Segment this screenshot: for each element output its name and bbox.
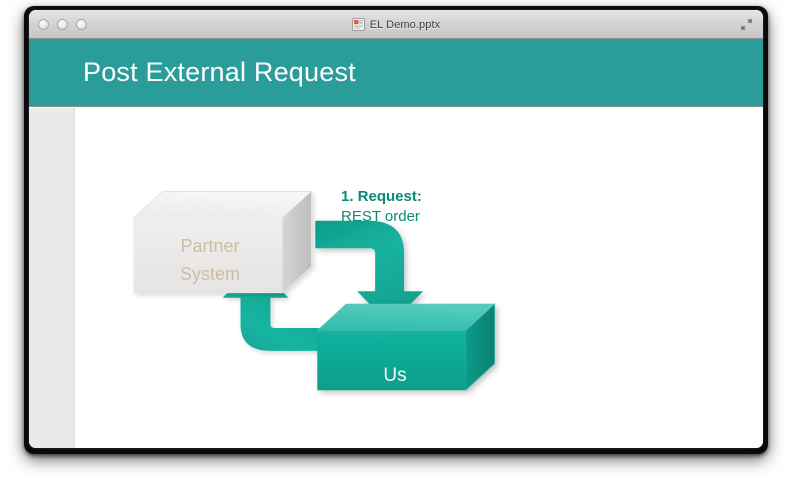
powerpoint-document-icon (351, 18, 365, 31)
zoom-button[interactable] (76, 19, 87, 30)
annotation-line-1: 1. Request: (341, 188, 422, 205)
slide-area: Post External Request (29, 39, 763, 448)
slide-title-banner: Post External Request (29, 39, 763, 107)
window-title-group: EL Demo.pptx (29, 10, 763, 39)
sequence-diagram (133, 191, 496, 391)
minimize-button[interactable] (57, 19, 68, 30)
close-button[interactable] (38, 19, 49, 30)
slide-sidebar-strip (29, 108, 75, 448)
us-box (317, 303, 496, 391)
application-window: EL Demo.pptx Post External Request (28, 9, 764, 449)
fullscreen-button[interactable] (740, 18, 753, 31)
annotation-line-2: REST order (341, 207, 420, 225)
request-arrow (315, 220, 423, 326)
window-title: EL Demo.pptx (369, 18, 441, 31)
page-title: Post External Request (83, 57, 356, 87)
slide-canvas: 1. Request: REST order Partner System Us (75, 108, 763, 448)
partner-system-box (133, 191, 312, 294)
request-annotation: 1. Request: REST order (341, 187, 422, 227)
window-titlebar[interactable]: EL Demo.pptx (29, 10, 763, 39)
window-controls (38, 19, 87, 30)
